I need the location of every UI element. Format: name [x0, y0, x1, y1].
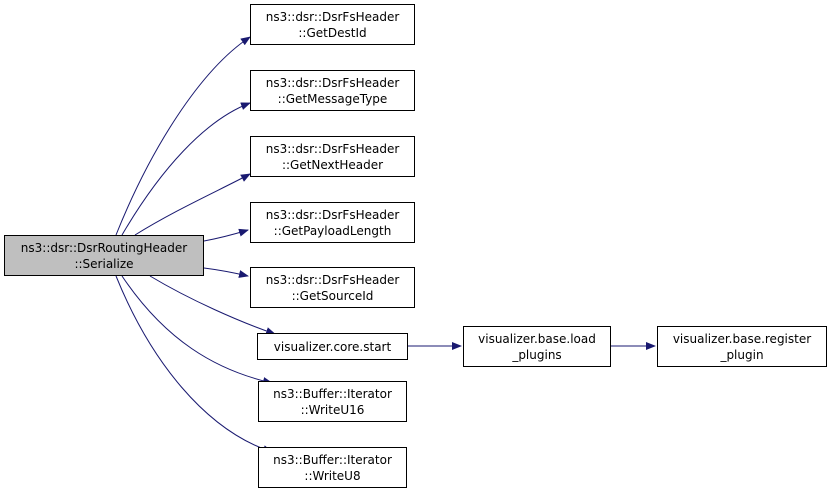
node-getdestid[interactable]: ns3::dsr::DsrFsHeader ::GetDestId — [250, 4, 415, 45]
node-label-line1: ns3::dsr::DsrFsHeader — [265, 9, 400, 24]
edge-root-to-n2 — [121, 102, 251, 236]
node-buffer-iterator-writeu16[interactable]: ns3::Buffer::Iterator ::WriteU16 — [258, 381, 407, 422]
node-label-line1: ns3::dsr::DsrFsHeader — [265, 207, 400, 222]
node-label-line2: ::GetDestId — [298, 25, 367, 40]
node-label-line1: ns3::Buffer::Iterator — [273, 386, 392, 401]
node-label-line2: ::WriteU16 — [300, 402, 365, 417]
node-label-line2: ::GetNextHeader — [281, 157, 384, 172]
node-label-line1: ns3::Buffer::Iterator — [273, 452, 392, 467]
node-label-line2: ::Serialize — [74, 256, 134, 271]
node-label-line2: ::WriteU8 — [304, 468, 361, 483]
edge-root-to-n4 — [203, 228, 249, 242]
node-label-line2: ::GetMessageType — [277, 91, 388, 106]
node-getsourceid[interactable]: ns3::dsr::DsrFsHeader ::GetSourceId — [250, 267, 415, 308]
edge-root-to-n1 — [115, 36, 251, 236]
node-visualizer-base-register-plugin[interactable]: visualizer.base.register _plugin — [657, 326, 827, 367]
node-label-line1: visualizer.base.load — [478, 331, 596, 346]
node-getnextheader[interactable]: ns3::dsr::DsrFsHeader ::GetNextHeader — [250, 136, 415, 177]
node-label-line2: _plugin — [720, 347, 764, 362]
edge-root-to-w16 — [121, 275, 273, 385]
edge-root-to-w8 — [115, 275, 273, 453]
edge-root-to-vcore — [149, 275, 276, 335]
node-label-line1: visualizer.core.start — [273, 339, 392, 354]
node-visualizer-base-load-plugins[interactable]: visualizer.base.load _plugins — [463, 326, 611, 367]
node-dsrroutingheader-serialize: ns3::dsr::DsrRoutingHeader ::Serialize — [4, 235, 204, 276]
node-label-line1: ns3::dsr::DsrRoutingHeader — [20, 240, 188, 255]
node-label-line2: ::GetSourceId — [291, 288, 374, 303]
node-label-line1: ns3::dsr::DsrFsHeader — [265, 272, 400, 287]
node-visualizer-core-start[interactable]: visualizer.core.start — [257, 333, 408, 360]
node-label-line2: ::GetPayloadLength — [273, 223, 392, 238]
node-label-line2: _plugins — [512, 347, 562, 362]
node-getpayloadlength[interactable]: ns3::dsr::DsrFsHeader ::GetPayloadLength — [250, 202, 415, 243]
node-getmessagetype[interactable]: ns3::dsr::DsrFsHeader ::GetMessageType — [250, 70, 415, 111]
node-buffer-iterator-writeu8[interactable]: ns3::Buffer::Iterator ::WriteU8 — [258, 447, 407, 488]
node-label-line1: visualizer.base.register — [672, 331, 812, 346]
edge-root-to-n5 — [203, 267, 249, 278]
node-label-line1: ns3::dsr::DsrFsHeader — [265, 141, 400, 156]
edge-root-to-n3 — [134, 173, 251, 236]
node-label-line1: ns3::dsr::DsrFsHeader — [265, 75, 400, 90]
